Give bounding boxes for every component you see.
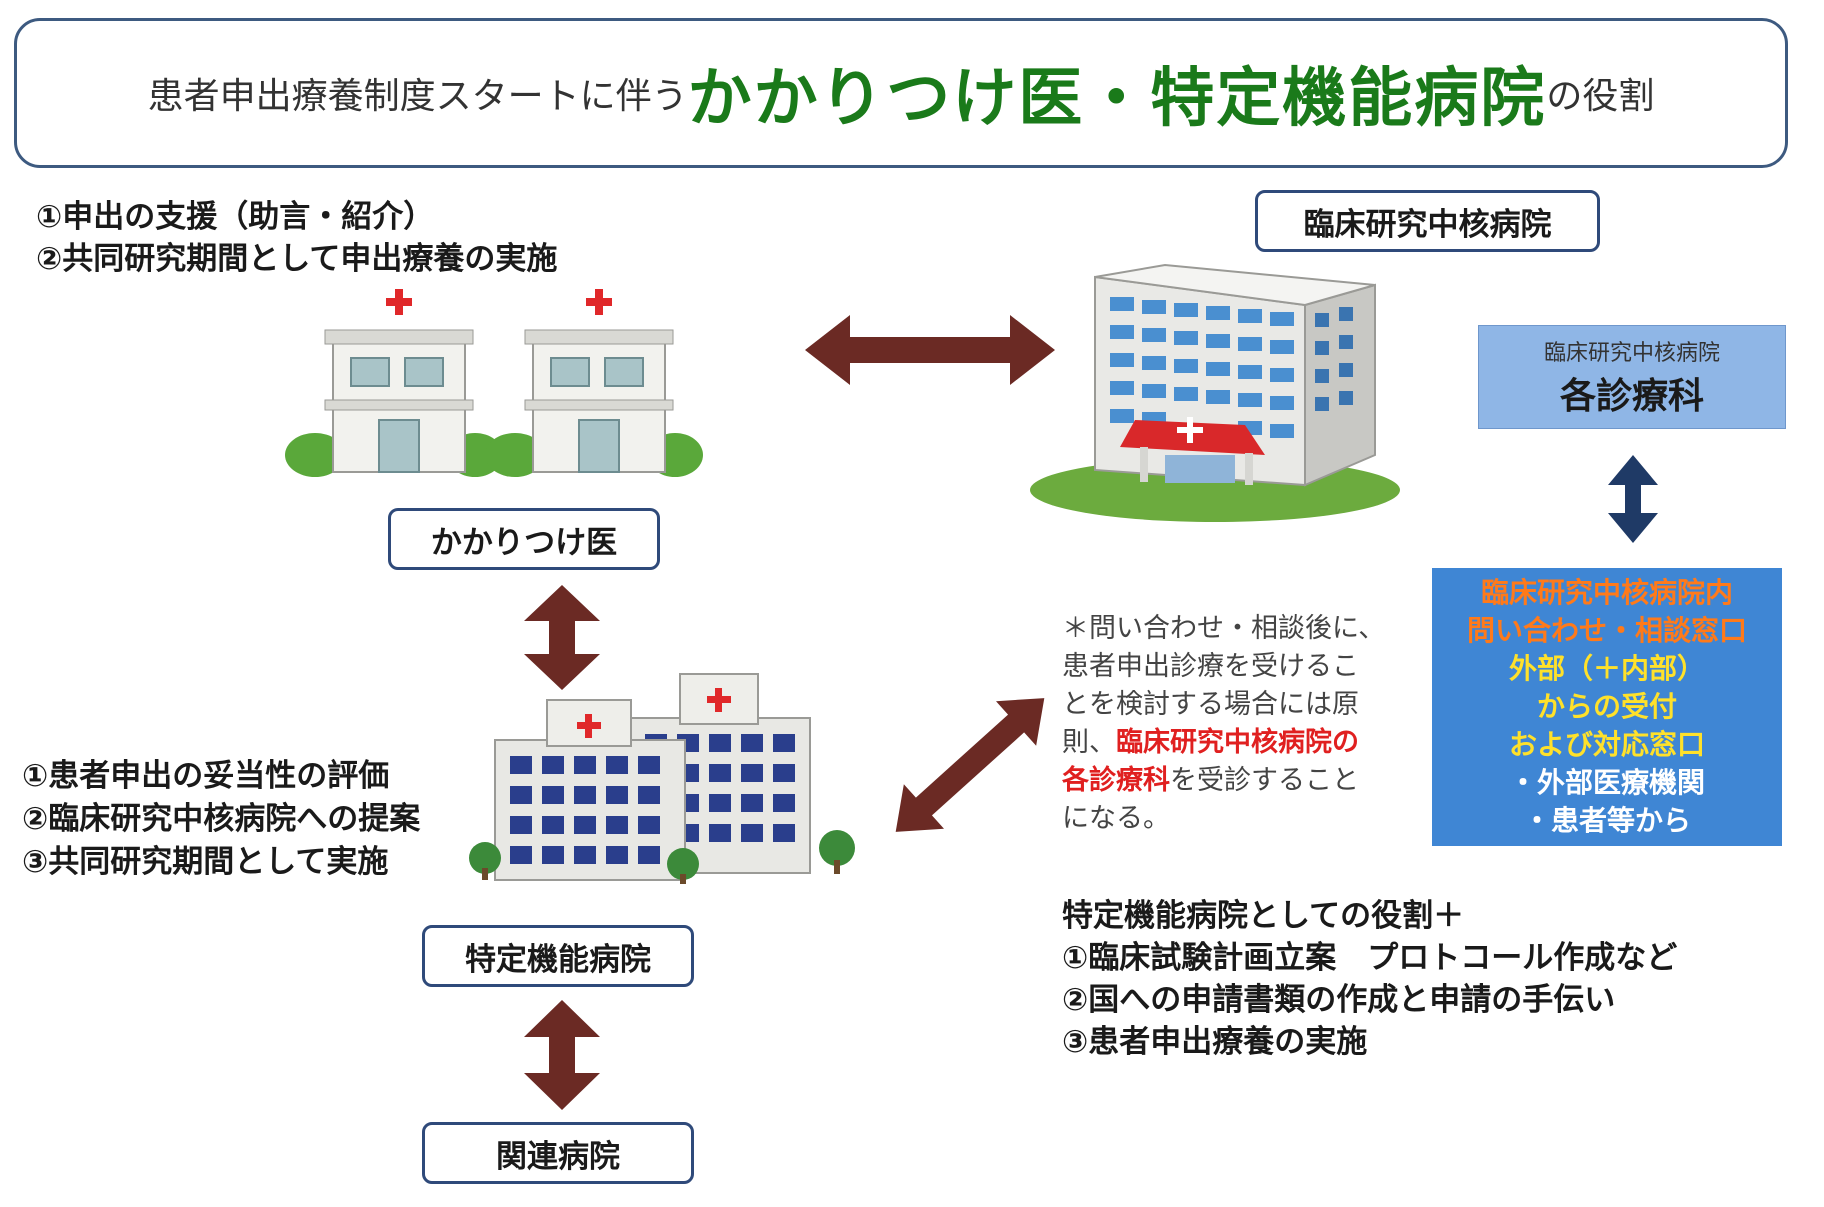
double-arrow-vertical: [524, 585, 600, 690]
desk-line-1: 臨床研究中核病院内: [1480, 576, 1733, 609]
desk-line-3: 外部（＋内部）: [1508, 652, 1705, 685]
core-role-3: ③患者申出療養の実施: [1062, 1024, 1368, 1060]
tokutei-role-1: ①患者申出の妥当性の評価: [22, 758, 390, 794]
note-line-2: 患者申出診療を受けるこ: [1062, 651, 1359, 682]
label-tokutei: 特定機能病院: [422, 925, 694, 987]
hospital-icon: [469, 699, 699, 884]
core-role-list: 特定機能病院としての役割＋ ①臨床試験計画立案 プロトコール作成など ②国への申…: [1062, 895, 1677, 1063]
core-role-1: ①臨床試験計画立案 プロトコール作成など: [1062, 940, 1678, 976]
title-banner: 患者申出療養制度スタートに伴う かかりつけ医・特定機能病院 の役割: [14, 18, 1788, 168]
label-kakaritsuke: かかりつけ医: [388, 508, 660, 570]
label-kanren: 関連病院: [422, 1122, 694, 1184]
note-line-3: とを検討する場合には原: [1062, 689, 1359, 720]
note-line-4: 則、臨床研究中核病院の: [1062, 724, 1422, 762]
note-line-5: 各診療科を受診すること: [1062, 762, 1422, 800]
double-arrow-horizontal: [805, 315, 1055, 385]
dept-box-title: 各診療科: [1559, 376, 1704, 417]
kakaritsuke-role-list: ①申出の支援（助言・紹介） ②共同研究期間として申出療養の実施: [36, 196, 557, 280]
double-arrow-vertical: [524, 1000, 600, 1110]
note-line-5-suffix: を受診すること: [1170, 765, 1359, 796]
label-rinsho-core: 臨床研究中核病院: [1255, 190, 1600, 252]
kakaritsuke-role-2: ②共同研究期間として申出療養の実施: [36, 241, 558, 277]
desk-line-6: ・外部医療機関: [1508, 766, 1705, 799]
core-role-heading: 特定機能病院としての役割＋: [1062, 898, 1465, 934]
clinic-icon: [285, 289, 503, 477]
dept-box-subtitle: 臨床研究中核病院: [1543, 341, 1720, 366]
dept-box: 臨床研究中核病院 各診療科: [1478, 325, 1786, 429]
tokutei-role-2: ②臨床研究中核病院への提案: [22, 801, 421, 837]
desk-line-7: ・患者等から: [1522, 804, 1691, 837]
title-prefix: 患者申出療養制度スタートに伴う: [147, 76, 688, 117]
tokutei-role-3: ③共同研究期間として実施: [22, 844, 389, 880]
clinic-buildings-illustration: [285, 289, 703, 477]
note-line-6: になる。: [1062, 803, 1170, 834]
hospital-tower-icon: [1030, 263, 1400, 522]
note-line-1: ＊問い合わせ・相談後に、: [1062, 613, 1386, 644]
core-role-2: ②国への申請書類の作成と申請の手伝い: [1062, 982, 1616, 1018]
core-hospital-illustration: [1030, 263, 1400, 522]
tokutei-role-list: ①患者申出の妥当性の評価 ②臨床研究中核病院への提案 ③共同研究期間として実施: [22, 755, 420, 884]
title-main: かかりつけ医・特定機能病院: [687, 62, 1547, 136]
kakaritsuke-role-1: ①申出の支援（助言・紹介）: [36, 199, 435, 235]
double-arrow-diagonal: [895, 698, 1045, 832]
note-line-4-highlight: 臨床研究中核病院の: [1116, 727, 1359, 758]
desk-line-5: および対応窓口: [1508, 728, 1705, 761]
desk-line-4: からの受付: [1536, 690, 1677, 723]
desk-line-2: 問い合わせ・相談窓口: [1466, 614, 1747, 647]
double-arrow-vertical-blue: [1608, 455, 1658, 543]
note-line-4-prefix: 則、: [1062, 727, 1116, 758]
consultation-note: ＊問い合わせ・相談後に、 患者申出診療を受けるこ とを検討する場合には原 則、臨…: [1062, 610, 1422, 838]
title-suffix: の役割: [1546, 76, 1655, 117]
note-line-5-highlight: 各診療科: [1062, 765, 1170, 796]
tokutei-hospitals-illustration: [469, 673, 855, 884]
consultation-desk-box: 臨床研究中核病院内 問い合わせ・相談窓口 外部（＋内部） からの受付 および対応…: [1432, 568, 1782, 846]
clinic-icon: [485, 289, 703, 477]
